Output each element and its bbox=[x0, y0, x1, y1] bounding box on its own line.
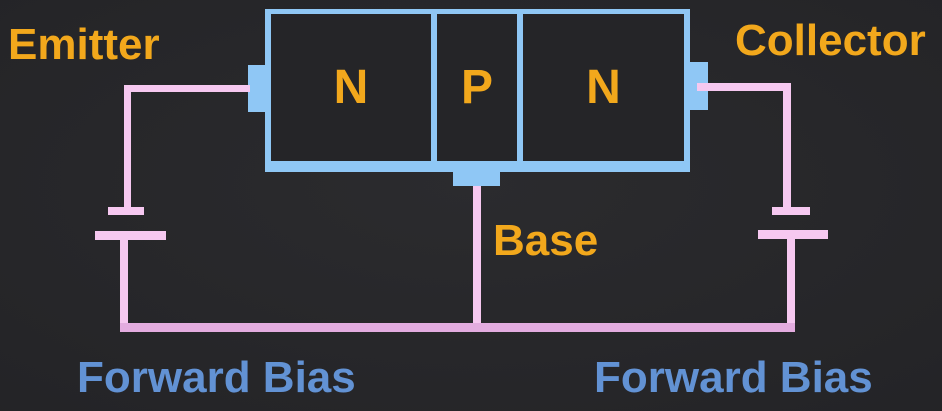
emitter-wire-vertical bbox=[124, 85, 131, 209]
forward-bias-label-right: Forward Bias bbox=[594, 353, 873, 402]
forward-bias-label-left: Forward Bias bbox=[77, 353, 356, 402]
collector-wire-vertical bbox=[783, 83, 791, 209]
collector-wire-horizontal bbox=[697, 83, 791, 91]
transistor-body: N P N bbox=[265, 9, 690, 172]
collector-label: Collector bbox=[735, 16, 926, 65]
emitter-terminal-tab bbox=[248, 65, 268, 112]
right-battery-top-plate bbox=[772, 207, 810, 215]
emitter-region-letter: N bbox=[333, 60, 369, 114]
emitter-region-n: N bbox=[271, 14, 431, 161]
left-battery-bottom-plate bbox=[95, 231, 166, 240]
bottom-return-wire bbox=[120, 323, 795, 332]
left-battery-top-plate bbox=[108, 207, 144, 215]
left-battery-lower-wire bbox=[120, 240, 128, 332]
base-terminal-tab bbox=[453, 167, 500, 186]
base-region-letter: P bbox=[460, 60, 493, 114]
right-battery-bottom-plate bbox=[758, 230, 828, 239]
emitter-wire-horizontal bbox=[124, 85, 250, 92]
base-label: Base bbox=[493, 216, 599, 265]
base-region-p: P bbox=[437, 14, 517, 161]
collector-region-n: N bbox=[523, 14, 684, 161]
base-wire-vertical bbox=[473, 186, 481, 332]
emitter-label: Emitter bbox=[8, 20, 160, 69]
collector-region-letter: N bbox=[586, 60, 621, 114]
right-battery-lower-wire bbox=[787, 238, 795, 332]
